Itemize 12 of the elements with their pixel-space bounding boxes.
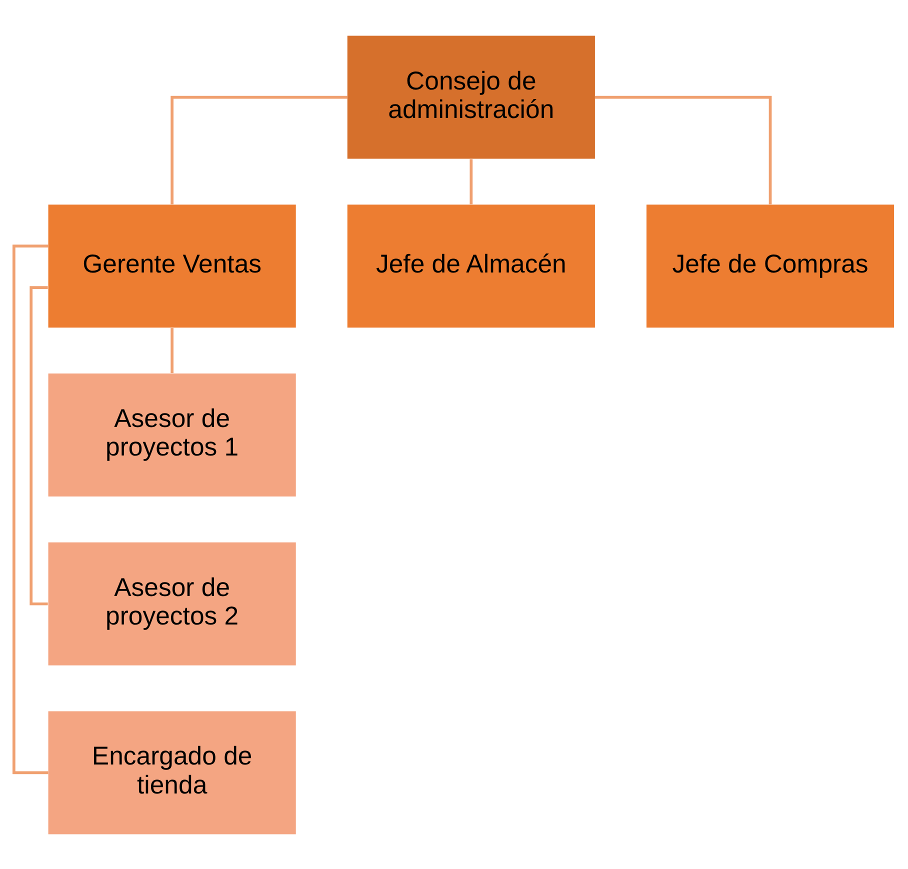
- node-box: Encargado de tienda: [48, 710, 296, 834]
- node-box: Jefe de Almacén: [347, 204, 595, 328]
- node-box: Consejo de administración: [347, 35, 595, 158]
- node-box: Gerente Ventas: [48, 204, 296, 328]
- connector: [595, 95, 772, 204]
- connector: [470, 158, 473, 204]
- node-box: Asesor de proyectos 1: [48, 372, 296, 496]
- node-box: Jefe de Compras: [646, 204, 894, 328]
- connector: [170, 328, 174, 373]
- node-box: Asesor de proyectos 2: [48, 542, 296, 665]
- connector: [170, 95, 348, 204]
- connector: [12, 244, 48, 774]
